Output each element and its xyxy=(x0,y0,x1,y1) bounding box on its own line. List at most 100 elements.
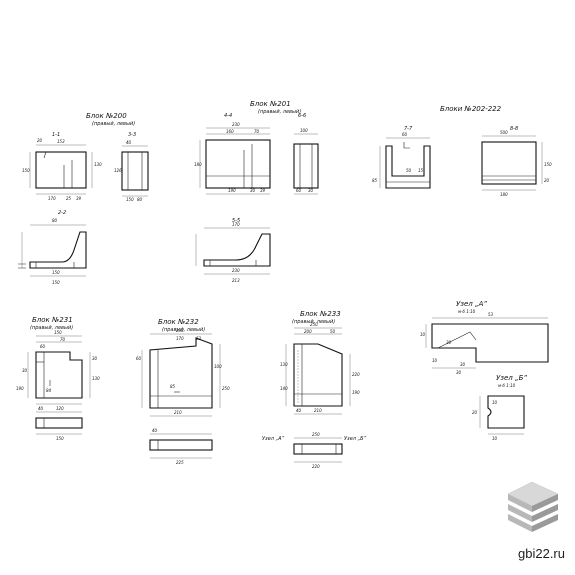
block-233-dim-f: 190 xyxy=(352,390,360,395)
block-200-subtitle: (правый, левый) xyxy=(92,121,135,127)
node-a-dim-d: 30 xyxy=(460,362,466,367)
block-233-dim-k: 220 xyxy=(312,464,320,469)
node-a-dim-c: 30 xyxy=(446,340,452,345)
block-200-dim-g: 39 xyxy=(76,196,82,201)
node-b-detail xyxy=(479,395,525,435)
block-201-dim-g: 39 xyxy=(260,188,266,193)
block-200-dim-d: 130 xyxy=(94,162,102,167)
block-201-dim-e: 190 xyxy=(228,188,236,193)
block-200-section-3: 3-3 xyxy=(128,132,136,138)
block-232-dim-b: 170 xyxy=(176,336,184,341)
block-201-dim-b: 160 xyxy=(226,129,234,134)
block-233-dim-e: 220 xyxy=(352,372,360,377)
block-202-dim-c: 50 xyxy=(406,168,412,173)
block-200-dim-j: 150 xyxy=(126,197,134,202)
block-232-dim-h: 250 xyxy=(222,386,230,391)
node-b-group: Узел „Б” м-б 1:10 20 10 10 xyxy=(472,374,527,441)
block-233-detail-b-label: Узел „Б” xyxy=(344,436,367,442)
block-232-dim-i: 40 xyxy=(152,428,158,433)
block-233-subtitle: (правый, левый) xyxy=(292,319,335,325)
block-202-section-8: 8-8 xyxy=(510,126,518,132)
block-233-elevation xyxy=(285,327,351,415)
block-201-dim-a: 230 xyxy=(232,122,240,127)
block-201-dim-i: 60 xyxy=(296,188,302,193)
node-a-detail xyxy=(425,317,549,369)
block-201-dim-k: 170 xyxy=(232,222,240,227)
site-label: gbi22.ru xyxy=(518,546,565,561)
block-202-dim-b: 85 xyxy=(372,178,378,183)
block-232-subtitle: (правый, левый) xyxy=(162,327,205,333)
block-201-dim-f: 30 xyxy=(250,188,256,193)
block-202-dim-e: 500 xyxy=(500,130,508,135)
block-232-dim-a: 233 xyxy=(176,328,184,333)
block-231-dim-a: 150 xyxy=(54,330,62,335)
block-200-dim-m: 150 xyxy=(52,270,60,275)
block-232-title: Блок №232 xyxy=(158,318,199,326)
block-200-plan-view xyxy=(18,224,87,277)
node-a-title: Узел „А” xyxy=(456,300,487,308)
block-201-dim-m: 213 xyxy=(232,278,240,283)
block-231-plan xyxy=(35,411,83,435)
block-233-dim-a: 250 xyxy=(310,322,318,327)
node-a-scale: м-б 1:10 xyxy=(458,309,476,314)
block-201-dim-j: 30 xyxy=(308,188,314,193)
block-202-u-section xyxy=(379,137,431,189)
block-201-section-6: 6-6 xyxy=(298,113,306,119)
block-200-dim-c: 150 xyxy=(22,168,30,173)
block-201-dim-h: 100 xyxy=(300,128,308,133)
block-232-dim-d: 60 xyxy=(136,356,142,361)
block-231-dim-h: 84 xyxy=(46,388,52,393)
block-200-dim-b: 153 xyxy=(57,139,65,144)
node-b-dim-a: 20 xyxy=(472,410,478,415)
block-231-dim-j: 120 xyxy=(56,406,64,411)
block-202-title: Блоки №202-222 xyxy=(440,105,502,113)
block-200-dim-f: 25 xyxy=(66,196,72,201)
block-201-title: Блок №201 xyxy=(250,100,291,108)
block-232-dim-g: 210 xyxy=(174,410,182,415)
block-200-section-2: 2-2 xyxy=(58,210,66,216)
block-231-dim-d: 30 xyxy=(92,356,98,361)
block-233-dim-c: 50 xyxy=(330,329,336,334)
block-202-222-group: Блоки №202-222 7-7 60 85 50 15 8-8 500 1… xyxy=(372,105,552,197)
block-231-subtitle: (правый, левый) xyxy=(30,325,73,331)
block-231-dim-g: 190 xyxy=(16,386,24,391)
block-231-title: Блок №231 xyxy=(32,316,73,324)
block-233-dim-j: 250 xyxy=(312,432,320,437)
block-202-dim-d: 15 xyxy=(418,168,424,173)
block-201-dim-c: 70 xyxy=(254,129,260,134)
block-233-detail-a-label: Узел „А” xyxy=(262,436,285,442)
block-200-front-view xyxy=(29,144,93,195)
block-200-dim-k: 80 xyxy=(137,197,143,202)
block-202-dim-g: 20 xyxy=(544,178,550,183)
block-201-subtitle: (правый, левый) xyxy=(258,109,301,115)
block-200-dim-i: 126 xyxy=(114,168,122,173)
block-200-side-view xyxy=(121,145,149,197)
block-232-group: Блок №232 (правый, левый) 233 170 63 60 … xyxy=(136,318,230,465)
block-201-dim-d: 180 xyxy=(194,162,202,167)
block-201-section-4: 4-4 xyxy=(224,113,232,119)
block-231-dim-f: 30 xyxy=(22,368,28,373)
block-200-group: Блок №200 (правый, левый) 1-1 20 153 150… xyxy=(18,112,149,285)
block-201-dim-l: 230 xyxy=(232,268,240,273)
block-202-dim-f: 150 xyxy=(544,162,552,167)
block-231-dim-c: 60 xyxy=(40,344,46,349)
block-202-dim-h: 180 xyxy=(500,192,508,197)
block-232-plan xyxy=(149,433,213,459)
block-233-plan xyxy=(293,437,343,463)
block-201-plan-view xyxy=(195,227,271,275)
node-b-scale: м-б 1:10 xyxy=(498,383,516,388)
node-b-dim-b: 10 xyxy=(492,400,498,405)
block-233-dim-h: 40 xyxy=(296,408,302,413)
block-200-dim-a: 20 xyxy=(37,138,43,143)
block-233-dim-b: 200 xyxy=(304,329,312,334)
block-231-dim-b: 70 xyxy=(60,337,66,342)
logo-icon xyxy=(507,481,559,532)
block-201-side-view xyxy=(293,133,319,195)
block-233-dim-i: 210 xyxy=(314,408,322,413)
block-200-dim-e: 170 xyxy=(48,196,56,201)
node-b-title: Узел „Б” xyxy=(496,374,527,382)
block-231-dim-e: 130 xyxy=(92,376,100,381)
node-a-dim-f: 30 xyxy=(456,370,462,375)
block-202-section-7: 7-7 xyxy=(404,126,413,132)
